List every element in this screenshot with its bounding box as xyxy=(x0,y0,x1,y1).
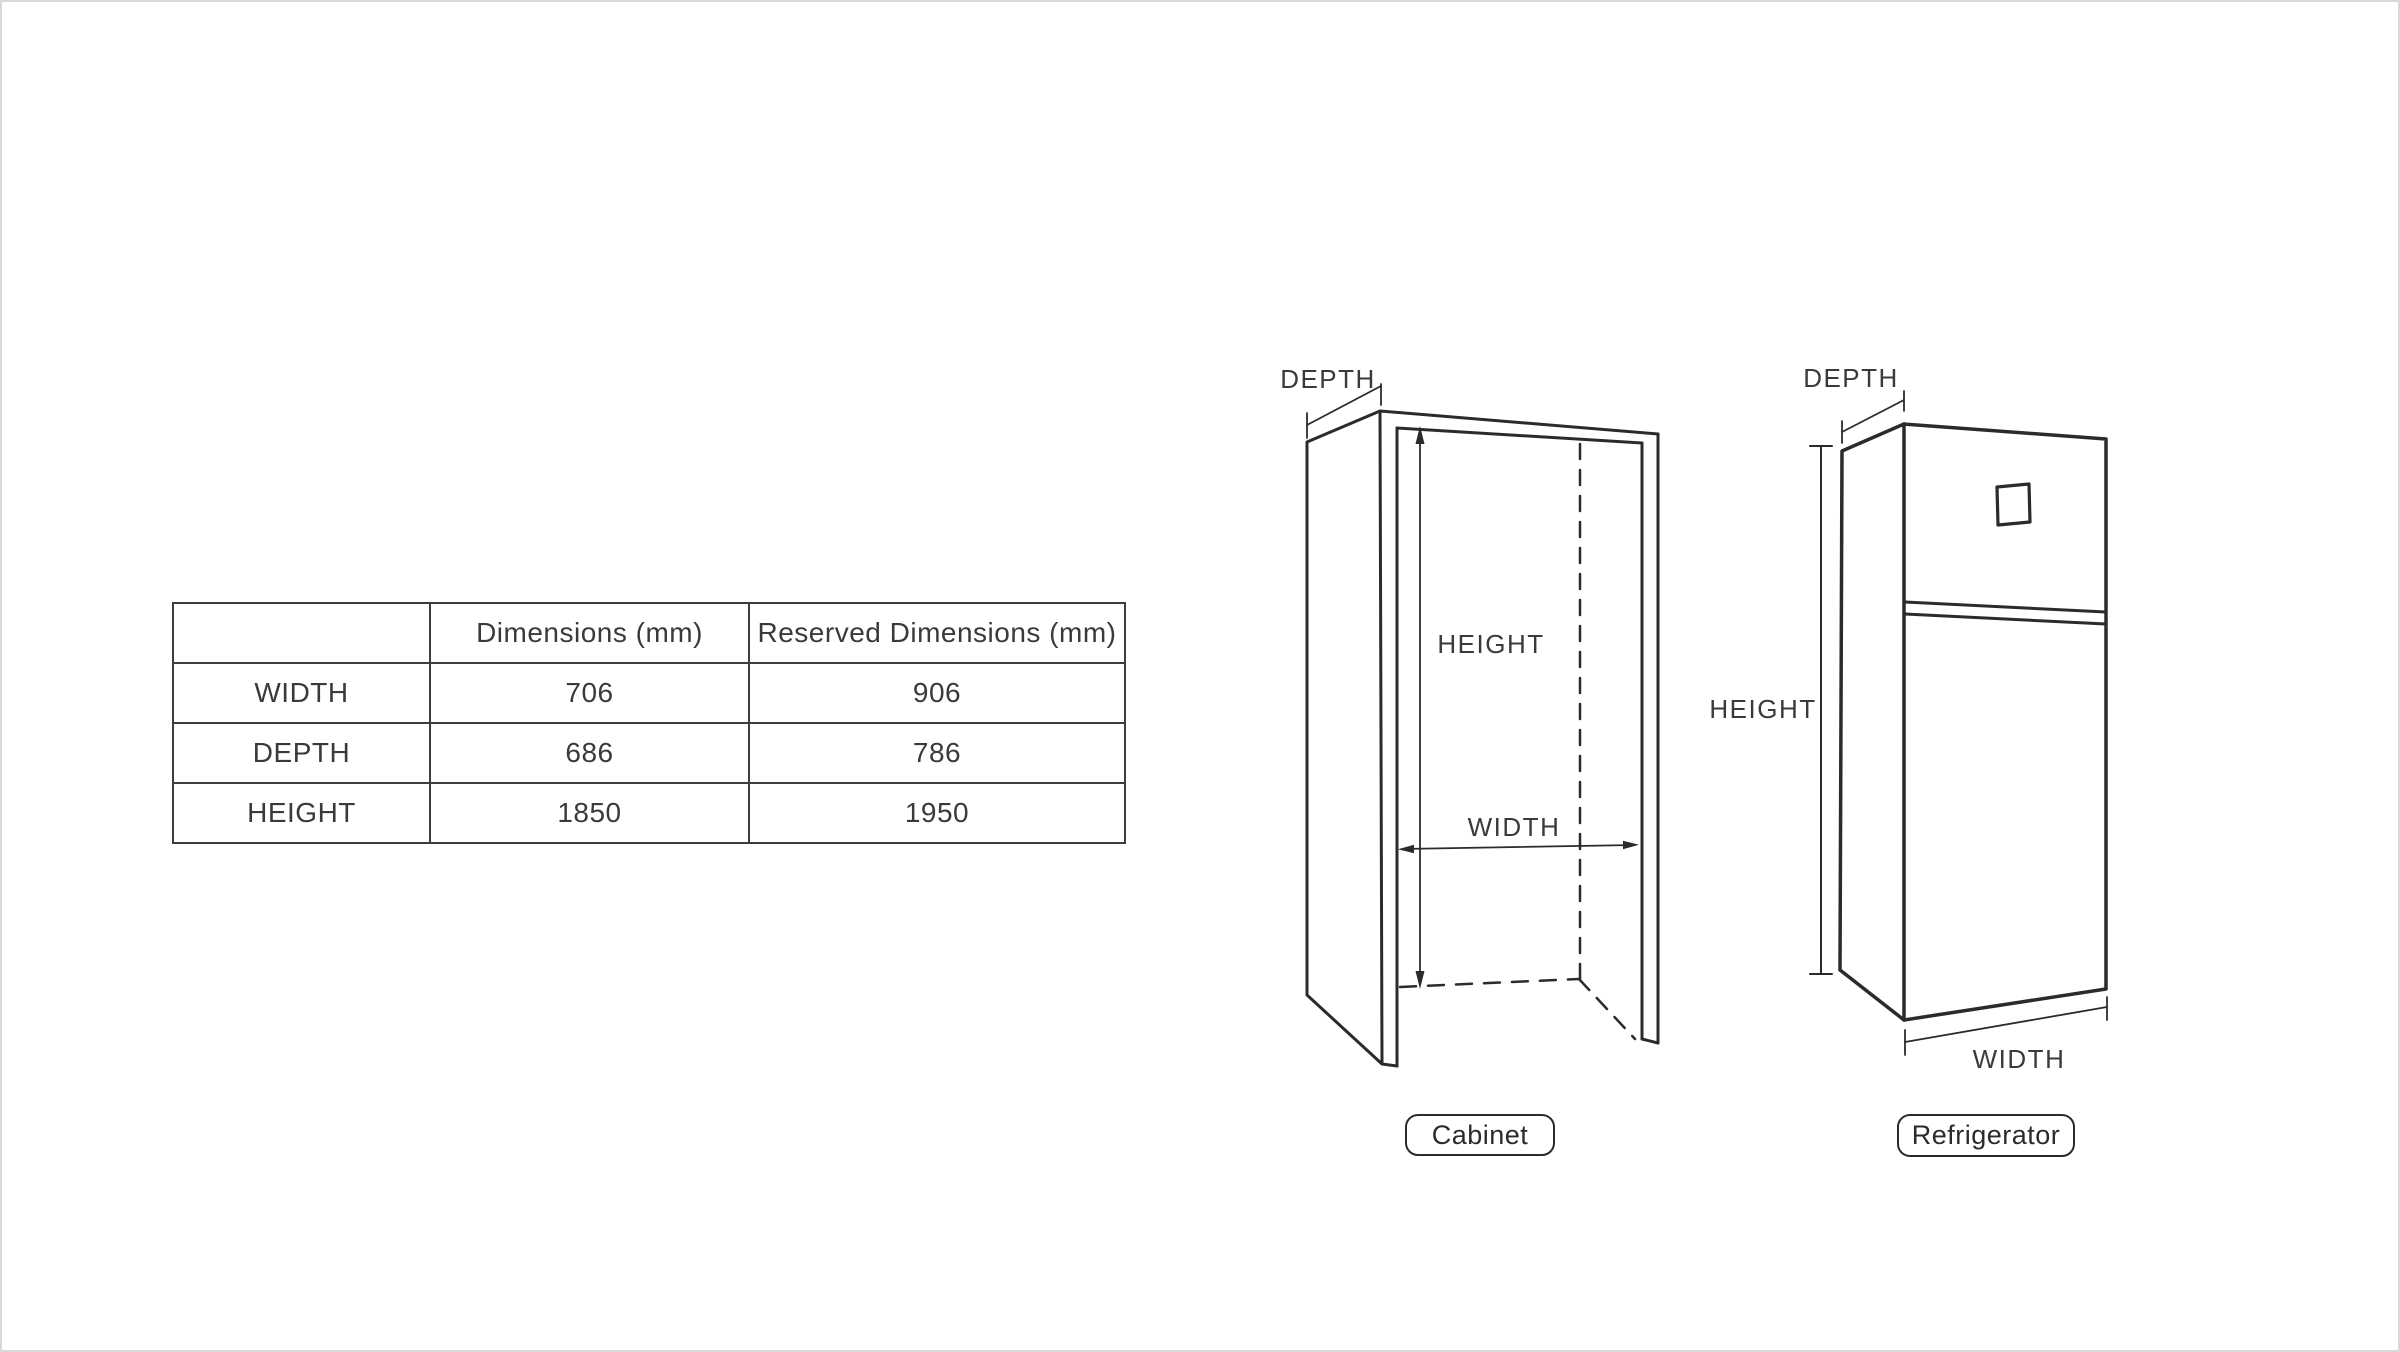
refrigerator-caption-badge: Refrigerator xyxy=(1897,1114,2075,1157)
fridge-height-label: HEIGHT xyxy=(1709,694,1816,724)
cabinet-height-arrow-up-icon xyxy=(1415,426,1425,444)
refrigerator-caption-text: Refrigerator xyxy=(1911,1120,2061,1150)
table-row: WIDTH 706 906 xyxy=(172,662,1126,724)
depth-dimension: 686 xyxy=(429,722,750,784)
refrigerator-drawing xyxy=(1809,390,2108,1056)
row-label-width: WIDTH xyxy=(172,662,431,724)
cabinet-height-arrow-down-icon xyxy=(1415,971,1425,989)
cabinet-right-wall-bottom-cap xyxy=(1640,1037,1660,1045)
fridge-width-label: WIDTH xyxy=(1973,1044,2066,1074)
fridge-width-dimension-line xyxy=(1904,1006,2108,1043)
row-label-height: HEIGHT xyxy=(172,782,431,844)
height-reserved: 1950 xyxy=(748,782,1126,844)
cabinet-caption-badge: Cabinet xyxy=(1405,1114,1555,1156)
cabinet-caption-text: Cabinet xyxy=(1431,1119,1529,1150)
fridge-divider-bottom-edge xyxy=(1902,612,2108,626)
cabinet-top-edge xyxy=(1378,409,1660,436)
cabinet-left-panel xyxy=(1305,409,1384,1066)
width-dimension: 706 xyxy=(429,662,750,724)
height-dimension: 1850 xyxy=(429,782,750,844)
header-cell-reserved: Reserved Dimensions (mm) xyxy=(748,602,1126,664)
table-row: HEIGHT 1850 1950 xyxy=(172,782,1126,844)
cabinet-depth-dimension-line xyxy=(1306,385,1382,426)
cabinet-floor-right-hidden-edge xyxy=(1577,977,1637,1041)
cabinet-depth-label: DEPTH xyxy=(1280,364,1376,394)
table-header-row: Dimensions (mm) Reserved Dimensions (mm) xyxy=(172,602,1126,664)
dimensions-table: Dimensions (mm) Reserved Dimensions (mm)… xyxy=(172,602,1126,844)
cabinet-width-dimension-line xyxy=(1401,844,1636,850)
fridge-display-panel xyxy=(1995,482,2032,527)
cabinet-width-arrow-right-icon xyxy=(1623,840,1639,850)
cabinet-height-label: HEIGHT xyxy=(1437,629,1544,659)
fridge-depth-dimension-line xyxy=(1841,399,1905,433)
cabinet-left-panel-bottom-cap xyxy=(1380,1062,1399,1068)
header-cell-dimensions: Dimensions (mm) xyxy=(429,602,750,664)
cabinet-width-label: WIDTH xyxy=(1468,812,1561,842)
fridge-divider-top-edge xyxy=(1902,600,2108,614)
depth-reserved: 786 xyxy=(748,722,1126,784)
cabinet-floor-front-hidden-edge xyxy=(1398,977,1581,989)
table-row: DEPTH 686 786 xyxy=(172,722,1126,784)
width-reserved: 906 xyxy=(748,662,1126,724)
fridge-depth-label: DEPTH xyxy=(1803,363,1899,393)
cabinet-top-strip-lower-edge xyxy=(1395,426,1644,445)
row-label-depth: DEPTH xyxy=(172,722,431,784)
cabinet-drawing xyxy=(1305,383,1660,1068)
fridge-side-panel xyxy=(1838,422,1906,1022)
header-cell-empty xyxy=(172,602,431,664)
cabinet-width-arrow-left-icon xyxy=(1398,844,1414,854)
fridge-front-face xyxy=(1902,422,2108,1022)
